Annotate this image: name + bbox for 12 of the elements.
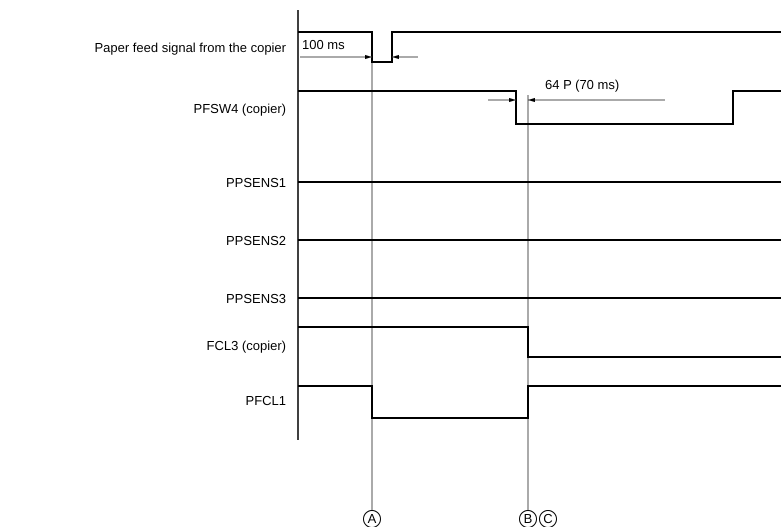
signal-name: FCL3 (copier) [206,338,286,353]
signal-name: PPSENS2 [226,233,286,248]
signal-name: PFSW4 (copier) [194,101,286,116]
signal-name: PPSENS1 [226,175,286,190]
signal-name: Paper feed signal from the copier [94,40,286,55]
dimension-label: 64 P (70 ms) [545,77,620,92]
signal-name: PPSENS3 [226,291,286,306]
circled-marker-letter: C [539,510,557,527]
circled-marker-letter: B [519,510,537,527]
dimension-label: 100 ms [302,37,345,52]
signal-name: PFCL1 [246,393,286,408]
circled-marker-letter: A [363,510,381,527]
